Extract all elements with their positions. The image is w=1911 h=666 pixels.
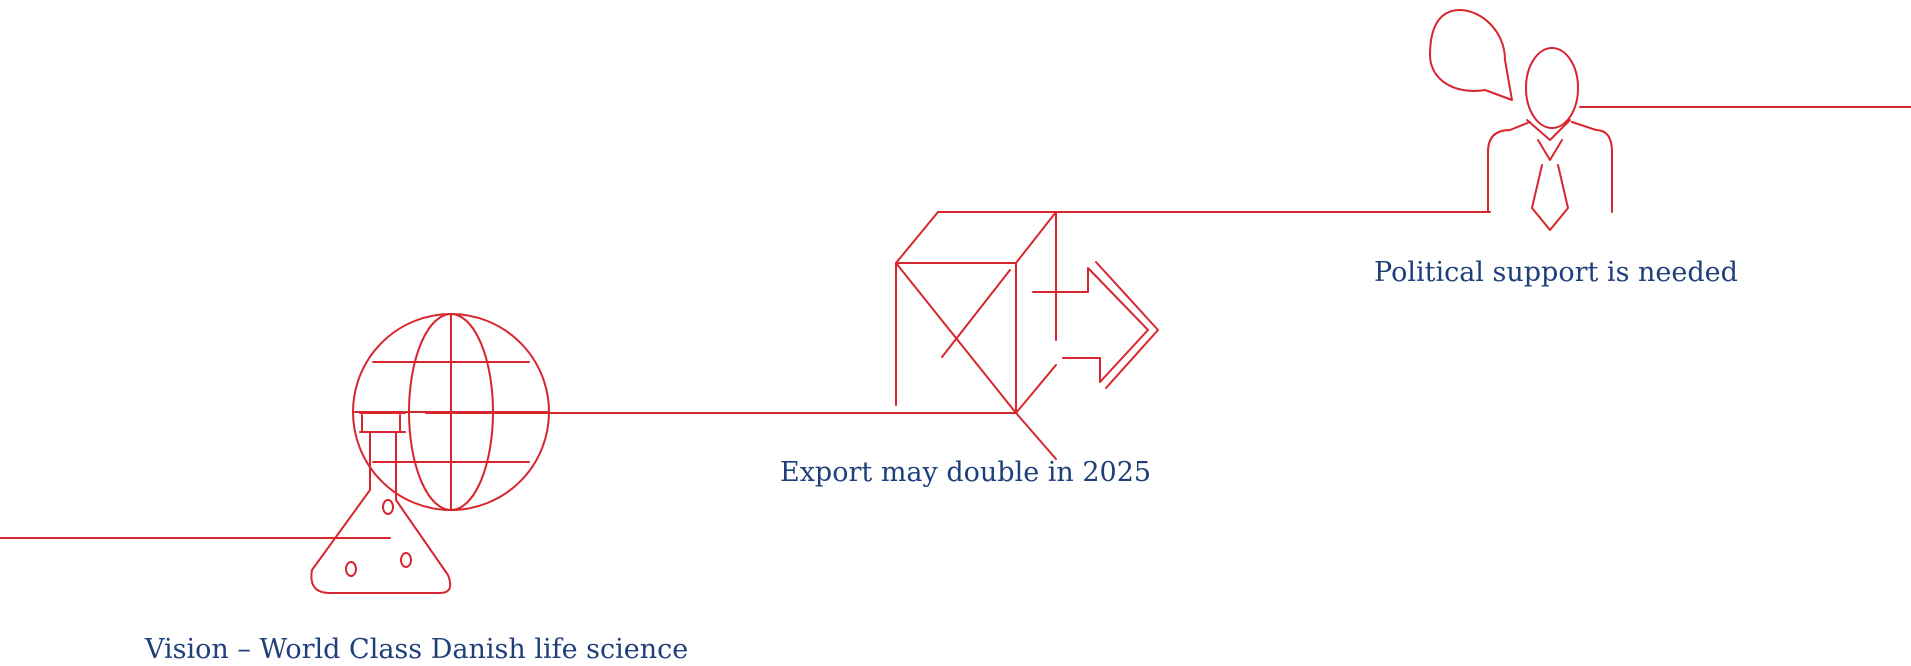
step-export-label: Export may double in 2025 — [780, 457, 1152, 488]
step-vision-label: Vision – World Class Danish life science — [145, 634, 689, 665]
box-export-arrow-icon — [895, 211, 1159, 414]
globe-flask-icon — [310, 313, 550, 594]
step-political-label: Political support is needed — [1374, 257, 1738, 288]
speaking-person-icon — [1429, 9, 1613, 231]
